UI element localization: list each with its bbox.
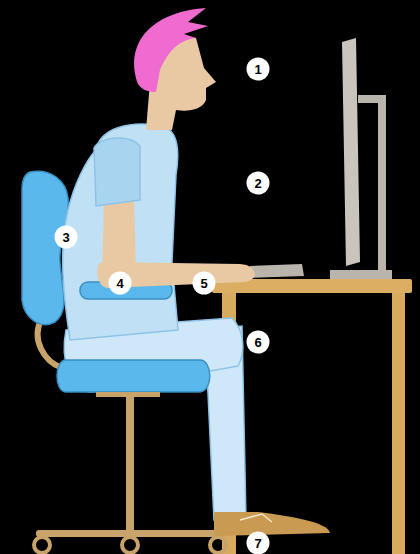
shoe: [214, 512, 330, 536]
callout-number: 3: [54, 225, 78, 249]
chair-seat: [57, 360, 210, 392]
callout-circle: 5: [192, 271, 216, 295]
callout-circle: 4: [108, 271, 132, 295]
torso: [63, 124, 178, 340]
callout-circle: 6: [246, 330, 270, 354]
callout-circle-shape: [55, 226, 78, 249]
chair-back: [22, 171, 68, 324]
chair-frame: [38, 318, 62, 368]
monitor-screen: [342, 38, 360, 266]
callout-number: 6: [246, 330, 270, 354]
monitor-stand: [358, 95, 386, 272]
chair-wheel: [122, 537, 138, 553]
sleeve: [94, 138, 140, 206]
shoe-lace: [240, 514, 272, 522]
callout-number: 5: [192, 271, 216, 295]
callout-circle-shape: [247, 172, 270, 195]
callout-circle: 2: [246, 171, 270, 195]
callout-circle-shape: [193, 272, 216, 295]
callout-number: 1: [246, 57, 270, 81]
callout-circle: 3: [54, 225, 78, 249]
callout-circle-shape: [109, 272, 132, 295]
keyboard: [250, 264, 304, 278]
chair-frame: [96, 392, 160, 397]
callout-number: 7: [246, 531, 270, 554]
callout-circle-shape: [247, 58, 270, 81]
hair: [134, 8, 208, 92]
callout-circle: 7: [246, 531, 270, 554]
callout-circle-shape: [247, 331, 270, 354]
callout-number: 4: [108, 271, 132, 295]
callout-circle-shape: [247, 532, 270, 554]
chair-wheel: [210, 537, 226, 553]
desk-leg: [392, 290, 405, 554]
callout-number: 2: [246, 171, 270, 195]
callout-circle: 1: [246, 57, 270, 81]
monitor-base: [330, 270, 392, 279]
chair-wheel: [34, 537, 50, 553]
